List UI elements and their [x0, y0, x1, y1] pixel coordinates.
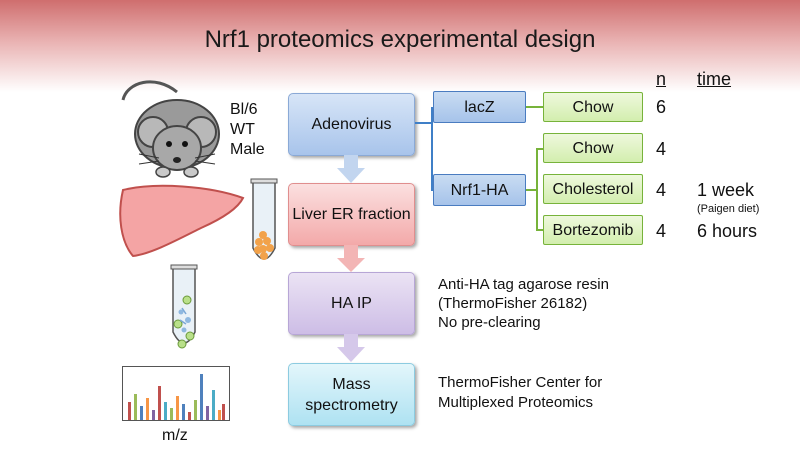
connector-line: [415, 122, 432, 124]
mass-spec-note-proteomics: Multiplexed Proteomics: [438, 394, 594, 411]
ha-ip-note-preclearing: No pre-clearing: [438, 314, 541, 331]
tube-complex-icon: [170, 264, 198, 349]
title-banner: [0, 0, 800, 92]
chow-lacz-box: Chow: [543, 92, 643, 122]
ha-ip-note-resin: Anti-HA tag agarose resin: [438, 276, 609, 293]
chow-nrf1-box: Chow: [543, 133, 643, 163]
time-column-header: time: [697, 69, 732, 89]
connector-line: [536, 148, 544, 150]
connector-line: [526, 189, 537, 191]
mass-spectrometry-box: Mass spectrometry: [288, 363, 415, 426]
mass-spectrum-icon: [122, 366, 230, 421]
adenovirus-box: Adenovirus: [288, 93, 415, 156]
ha-ip-note-catalog: (ThermoFisher 26182): [438, 295, 588, 312]
bortezomib-box: Bortezomib: [543, 215, 643, 245]
arrow-down-icon: [337, 155, 365, 183]
ha-ip-box: HA IP: [288, 272, 415, 335]
arrow-down-icon: [337, 334, 365, 362]
connector-line: [526, 106, 544, 108]
mz-axis-label: m/z: [162, 427, 188, 444]
tube-beads-icon: [250, 178, 278, 260]
nrf1-ha-box: Nrf1-HA: [433, 174, 526, 206]
n-cholesterol: 4: [656, 180, 667, 200]
slide-title: Nrf1 proteomics experimental design: [204, 26, 596, 53]
mass-spec-note-center: ThermoFisher Center for: [438, 374, 603, 391]
mouse-sex-label: Male: [230, 141, 265, 158]
liver-icon: [119, 184, 245, 258]
mouse-icon: [121, 80, 220, 178]
connector-line: [431, 107, 433, 190]
cholesterol-box: Cholesterol: [543, 174, 643, 204]
connector-line: [536, 229, 544, 231]
time-bortezomib: 6 hours: [697, 221, 758, 241]
time-cholesterol: 1 week: [697, 180, 755, 200]
n-column-header: n: [656, 69, 667, 89]
n-bortezomib: 4: [656, 221, 667, 241]
arrow-down-icon: [337, 245, 365, 272]
n-chow-nrf1: 4: [656, 139, 667, 159]
connector-line: [536, 148, 538, 231]
connector-line: [431, 189, 434, 191]
lacz-box: lacZ: [433, 91, 526, 123]
paigen-diet-note: (Paigen diet): [697, 203, 760, 215]
liver-er-fraction-box: Liver ER fraction: [288, 183, 415, 246]
mouse-strain-label: Bl/6: [230, 101, 258, 118]
n-chow-lacz: 6: [656, 97, 667, 117]
mouse-genotype-label: WT: [230, 121, 255, 138]
connector-line: [431, 107, 434, 109]
